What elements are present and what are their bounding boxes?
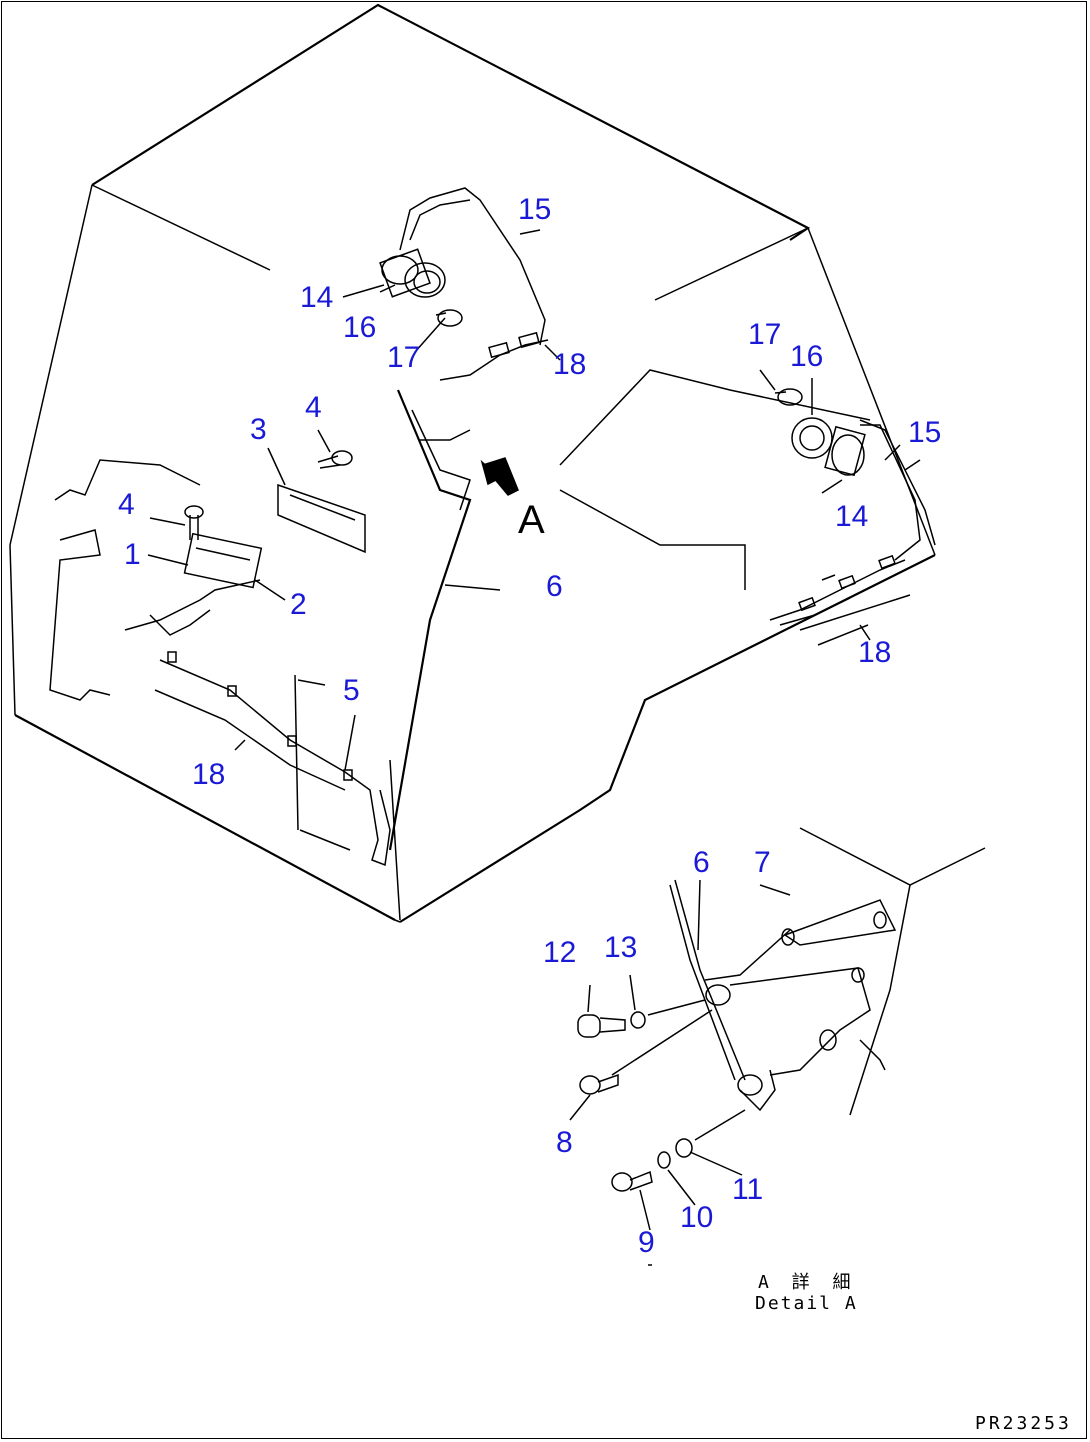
callout-7: 7 [754,846,771,879]
detail-a [577,827,986,1192]
callout-18-upper: 18 [553,348,587,381]
callout-18-right: 18 [858,636,892,669]
callout-1: 1 [124,538,141,571]
callout-11: 11 [732,1173,764,1206]
view-arrow-a [480,457,519,496]
callout-18-lower: 18 [192,758,226,791]
callout-5: 5 [343,674,360,707]
cab-outline [9,3,936,923]
callout-13: 13 [604,931,638,964]
callout-2: 2 [290,588,307,621]
leader-lines [147,284,901,1231]
callout-6-detail: 6 [693,846,710,879]
callout-14-left: 14 [300,281,334,314]
callout-6-main: 6 [546,570,563,603]
callout-3: 3 [250,413,267,446]
callout-10: 10 [680,1201,714,1234]
callout-9: 9 [638,1226,655,1259]
detail-label-en: Detail A [755,1293,858,1314]
callout-17-left: 17 [387,341,421,374]
drawing-id: PR23253 [975,1413,1072,1434]
cable-6 [388,389,501,851]
detail-label-jp: A 詳 細 [758,1272,857,1293]
upper-left-lamp [379,187,549,381]
upper-right-lamp [769,388,936,646]
view-letter-a: A [518,498,545,542]
callout-17-right: 17 [748,318,782,351]
callout-16-right: 16 [790,340,824,373]
callout-4-upper: 4 [305,391,322,424]
callout-16-left: 16 [343,311,377,344]
callout-4-lower: 4 [118,488,135,521]
switch-assembly [49,450,366,701]
callout-15-left: 15 [518,193,552,226]
callout-12: 12 [543,936,577,969]
callout-14-right: 14 [835,500,869,533]
callout-15-right: 15 [908,416,942,449]
callout-8: 8 [556,1126,573,1159]
harness-5 [154,651,391,867]
